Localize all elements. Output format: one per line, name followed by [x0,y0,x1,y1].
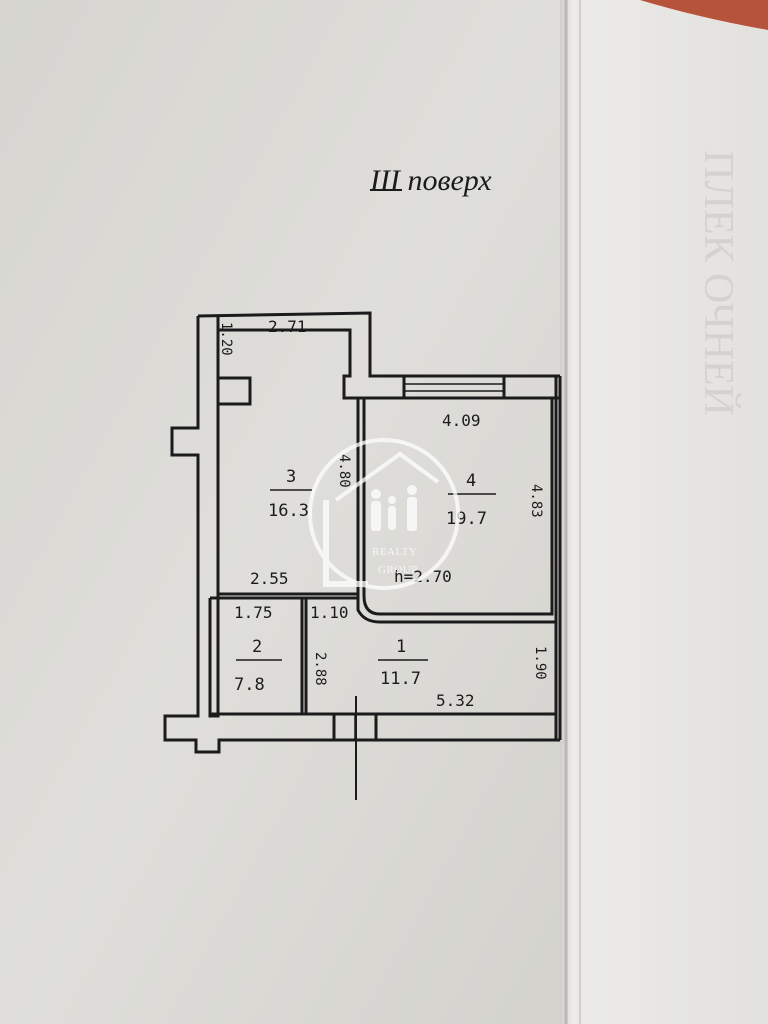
room3-area: 16.3 [268,501,309,521]
watermark-ring [308,438,460,590]
watermark-brand: REALTY [372,546,417,558]
dim-room2-top: 1.75 [234,603,273,622]
watermark-family-icon [371,485,417,531]
partition-3-4 [356,398,366,596]
room2-area: 7.8 [234,675,265,695]
room3-number: 3 [286,467,296,487]
dim-room1-bottom: 5.32 [436,691,475,710]
dim-room3-side: 4.80 [336,454,352,488]
dim-room1-top-left: 1.10 [310,603,349,622]
inner-left-wall [216,316,252,406]
room4-outer-right [554,376,562,740]
paper-sheet [0,0,566,1024]
room1-area: 11.7 [380,669,421,689]
watermark-letter-l [323,500,368,587]
dim-room4-top: 4.09 [442,411,481,430]
dim-room4-right: 4.83 [528,484,544,518]
room1-number: 1 [396,637,406,657]
room2-number: 2 [252,637,262,657]
room4-area: 19.7 [446,509,487,529]
room3-bottom-wall [218,592,556,624]
red-object [640,0,768,30]
realty-group-watermark: REALTY GROUP [308,438,460,590]
room4-number: 4 [466,471,476,491]
dim-balcony-side: 1.20 [218,322,234,356]
room4-outline [362,396,554,616]
watermark-house-roof [334,451,440,502]
dim-room1-right: 1.90 [532,646,548,680]
tab-faint-text: ПЛЕК ОЧНЕЙ [695,150,741,416]
dim-top-balcony: 2.71 [268,317,307,336]
floor-label: III поверх [369,164,492,197]
binder-tab [560,0,768,1024]
bottom-wall [210,712,556,752]
watermark-sub: GROUP [378,564,418,576]
fraction-lines [236,489,496,661]
walls [163,311,562,754]
dim-room1-left: 2.88 [312,652,328,686]
dim-room3-bottom: 2.55 [250,569,289,588]
